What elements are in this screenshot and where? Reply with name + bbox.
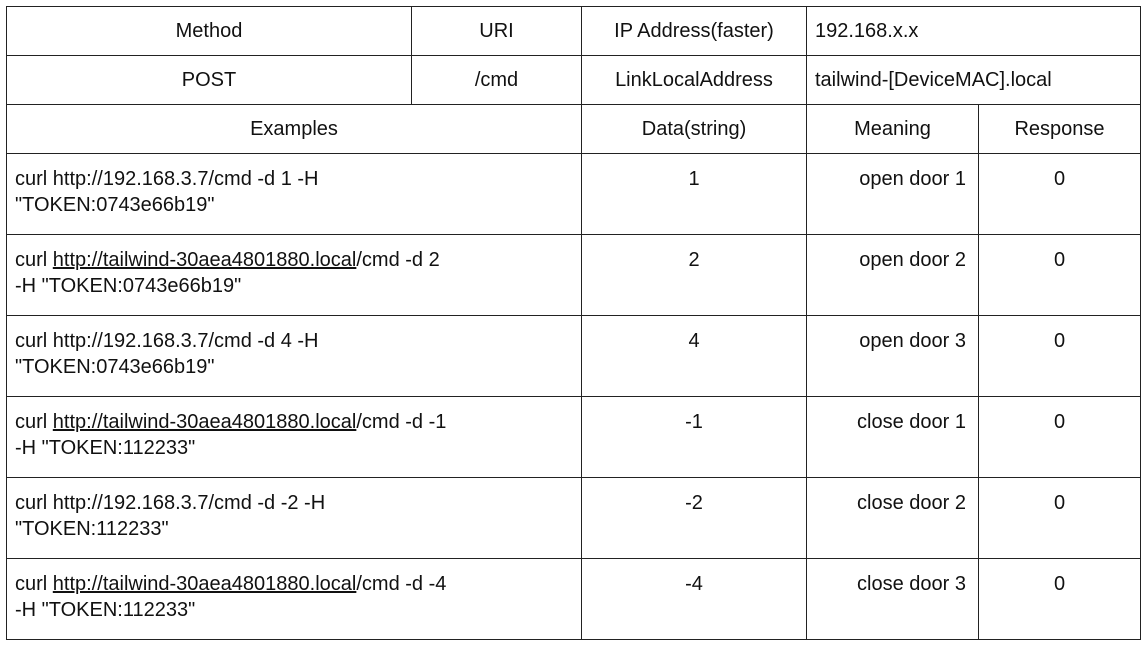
header-row-1: Method URI IP Address(faster) 192.168.x.…	[6, 6, 1142, 56]
example-tail: /cmd -d 2	[356, 249, 440, 271]
example-prefix: curl	[15, 492, 53, 514]
example-prefix: curl	[15, 330, 53, 352]
response-value: 0	[977, 477, 1142, 559]
linklocal-label: LinkLocalAddress	[581, 55, 807, 105]
meaning-value: open door 2	[806, 234, 979, 316]
data-value: -1	[581, 396, 807, 478]
example-second-line: "TOKEN:0743e66b19"	[15, 194, 215, 216]
table-row: curl http://192.168.3.7/cmd -d 1 -H "TOK…	[6, 153, 1142, 235]
data-value: 2	[581, 234, 807, 316]
example-prefix: curl	[15, 411, 53, 433]
linklocal-value: tailwind-[DeviceMAC].local	[805, 55, 1142, 105]
data-value: 4	[581, 315, 807, 397]
column-header-row: Examples Data(string) Meaning Response	[6, 104, 1142, 154]
example-tail: http://192.168.3.7/cmd -d -2 -H	[52, 492, 326, 514]
example-second-line: "TOKEN:112233"	[15, 518, 169, 540]
method-value: POST	[6, 55, 412, 105]
example-prefix: curl	[15, 249, 53, 271]
example-second-line: -H "TOKEN:112233"	[15, 437, 196, 459]
method-label: Method	[6, 6, 412, 56]
uri-value: /cmd	[411, 55, 582, 105]
example-link[interactable]: http://tailwind-30aea4801880.local	[52, 411, 357, 433]
response-value: 0	[977, 558, 1142, 640]
command-table: Method URI IP Address(faster) 192.168.x.…	[6, 6, 1142, 640]
data-value: -2	[581, 477, 807, 559]
data-value: -4	[581, 558, 807, 640]
example-second-line: "TOKEN:0743e66b19"	[15, 356, 215, 378]
meaning-value: close door 3	[806, 558, 979, 640]
meaning-value: open door 3	[806, 315, 979, 397]
response-value: 0	[977, 234, 1142, 316]
example-command: curl http://192.168.3.7/cmd -d 4 -H "TOK…	[6, 315, 582, 397]
ip-address-value: 192.168.x.x	[805, 6, 1142, 56]
example-command: curl http://tailwind-30aea4801880.local/…	[6, 558, 582, 640]
example-prefix: curl	[15, 168, 53, 190]
example-link[interactable]: http://tailwind-30aea4801880.local	[52, 249, 357, 271]
example-command: curl http://192.168.3.7/cmd -d -2 -H "TO…	[6, 477, 582, 559]
uri-label: URI	[411, 6, 582, 56]
ip-address-label: IP Address(faster)	[581, 6, 807, 56]
response-header: Response	[977, 104, 1142, 154]
header-row-2: POST /cmd LinkLocalAddress tailwind-[Dev…	[6, 55, 1142, 105]
example-command: curl http://192.168.3.7/cmd -d 1 -H "TOK…	[6, 153, 582, 235]
api-command-table: Method URI IP Address(faster) 192.168.x.…	[6, 6, 1142, 650]
example-link[interactable]: http://tailwind-30aea4801880.local	[52, 573, 357, 595]
data-header: Data(string)	[581, 104, 807, 154]
examples-header: Examples	[6, 104, 582, 154]
table-row: curl http://tailwind-30aea4801880.local/…	[6, 396, 1142, 478]
example-tail: http://192.168.3.7/cmd -d 1 -H	[52, 168, 319, 190]
meaning-value: open door 1	[806, 153, 979, 235]
table-row: curl http://tailwind-30aea4801880.local/…	[6, 234, 1142, 316]
meaning-value: close door 1	[806, 396, 979, 478]
response-value: 0	[977, 153, 1142, 235]
response-value: 0	[977, 315, 1142, 397]
example-second-line: -H "TOKEN:0743e66b19"	[15, 275, 242, 297]
example-command: curl http://tailwind-30aea4801880.local/…	[6, 234, 582, 316]
example-prefix: curl	[15, 573, 53, 595]
table-row: curl http://tailwind-30aea4801880.local/…	[6, 558, 1142, 640]
example-second-line: -H "TOKEN:112233"	[15, 599, 196, 621]
example-tail: /cmd -d -1	[356, 411, 447, 433]
example-tail: /cmd -d -4	[356, 573, 447, 595]
table-row: curl http://192.168.3.7/cmd -d -2 -H "TO…	[6, 477, 1142, 559]
table-row: curl http://192.168.3.7/cmd -d 4 -H "TOK…	[6, 315, 1142, 397]
meaning-header: Meaning	[806, 104, 979, 154]
example-command: curl http://tailwind-30aea4801880.local/…	[6, 396, 582, 478]
data-value: 1	[581, 153, 807, 235]
example-tail: http://192.168.3.7/cmd -d 4 -H	[52, 330, 319, 352]
response-value: 0	[977, 396, 1142, 478]
meaning-value: close door 2	[806, 477, 979, 559]
